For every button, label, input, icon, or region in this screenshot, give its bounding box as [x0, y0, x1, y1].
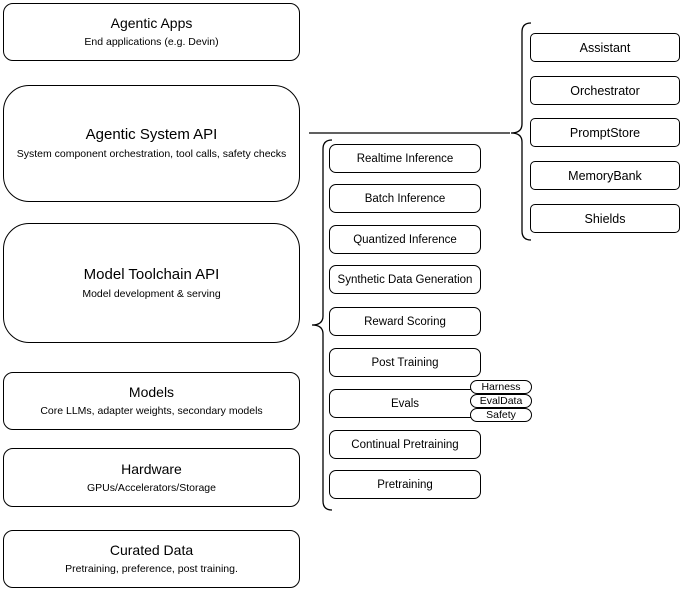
- shields-box: Shields: [530, 204, 680, 233]
- box-label: MemoryBank: [568, 168, 642, 183]
- box-title: Agentic System API: [85, 126, 218, 144]
- box-label: Post Training: [371, 356, 439, 369]
- curated-data-box: Curated Data Pretraining, preference, po…: [3, 530, 300, 588]
- box-subtitle: End applications (e.g. Devin): [84, 36, 219, 49]
- tag-label: Safety: [486, 409, 516, 421]
- models-box: Models Core LLMs, adapter weights, secon…: [3, 372, 300, 430]
- box-label: Continual Pretraining: [351, 438, 459, 451]
- box-label: Orchestrator: [570, 83, 640, 98]
- box-label: Shields: [584, 211, 626, 226]
- box-label: Synthetic Data Generation: [337, 273, 473, 286]
- box-label: Assistant: [579, 40, 631, 55]
- box-label: Reward Scoring: [364, 315, 446, 328]
- box-subtitle: Core LLMs, adapter weights, secondary mo…: [40, 405, 263, 418]
- box-title: Curated Data: [109, 542, 194, 559]
- orchestrator-box: Orchestrator: [530, 76, 680, 105]
- post-training-box: Post Training: [329, 348, 481, 377]
- promptstore-box: PromptStore: [530, 118, 680, 147]
- memorybank-box: MemoryBank: [530, 161, 680, 190]
- pretraining-box: Pretraining: [329, 470, 481, 499]
- box-label: Evals: [390, 397, 420, 410]
- batch-inference-box: Batch Inference: [329, 184, 481, 213]
- synthetic-data-generation-box: Synthetic Data Generation: [329, 265, 481, 294]
- evals-tag-safety: Safety: [470, 408, 532, 422]
- box-title: Hardware: [121, 460, 182, 477]
- tag-label: EvalData: [479, 395, 523, 407]
- evals-box: Evals: [329, 389, 481, 418]
- reward-scoring-box: Reward Scoring: [329, 307, 481, 336]
- agentic-system-api-box: Agentic System API System component orch…: [3, 85, 300, 202]
- realtime-inference-box: Realtime Inference: [329, 144, 481, 173]
- tag-label: Harness: [481, 381, 521, 393]
- system-components-group-brace: [510, 22, 532, 241]
- box-label: Batch Inference: [364, 192, 446, 205]
- box-label: Pretraining: [377, 478, 433, 491]
- box-title: Agentic Apps: [110, 15, 193, 32]
- assistant-box: Assistant: [530, 33, 680, 62]
- box-title: Model Toolchain API: [83, 265, 220, 283]
- box-subtitle: GPUs/Accelerators/Storage: [87, 481, 216, 494]
- box-label: PromptStore: [569, 125, 641, 140]
- model-toolchain-api-box: Model Toolchain API Model development & …: [3, 223, 300, 343]
- toolchain-group-brace: [311, 139, 333, 511]
- hardware-box: Hardware GPUs/Accelerators/Storage: [3, 448, 300, 507]
- evals-tag-harness: Harness: [470, 380, 532, 394]
- box-subtitle: Model development & serving: [82, 287, 221, 300]
- box-subtitle: System component orchestration, tool cal…: [16, 148, 287, 161]
- box-label: Quantized Inference: [353, 233, 457, 246]
- continual-pretraining-box: Continual Pretraining: [329, 430, 481, 459]
- quantized-inference-box: Quantized Inference: [329, 225, 481, 254]
- box-subtitle: Pretraining, preference, post training.: [65, 563, 238, 576]
- box-title: Models: [128, 384, 175, 401]
- evals-tag-evaldata: EvalData: [470, 394, 532, 408]
- agentic-apps-box: Agentic Apps End applications (e.g. Devi…: [3, 3, 300, 61]
- box-label: Realtime Inference: [356, 152, 454, 165]
